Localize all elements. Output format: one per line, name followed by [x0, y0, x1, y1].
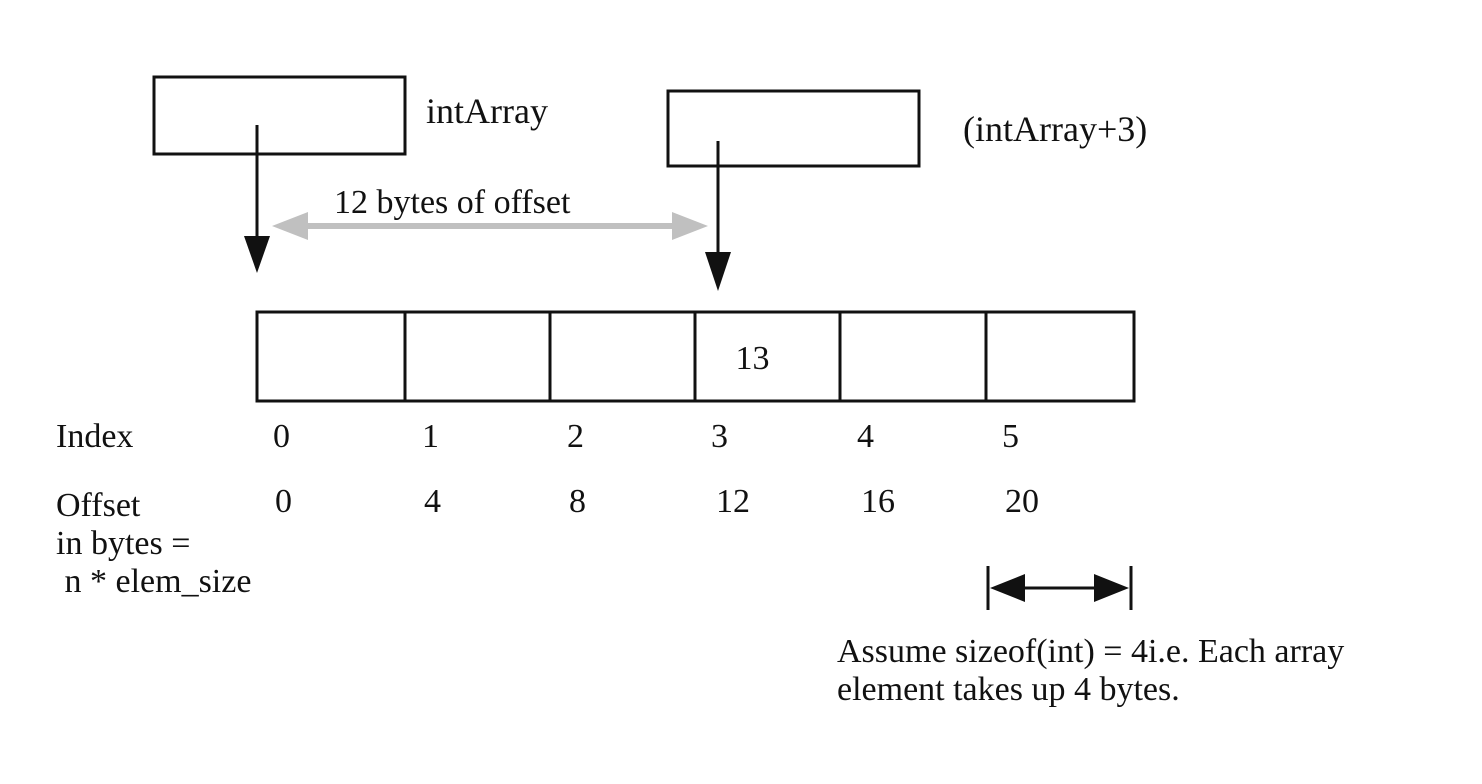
index-value: 1: [422, 418, 439, 455]
offset-value: 8: [569, 483, 586, 520]
element-size-arrowhead-right: [1094, 574, 1129, 602]
index-value: 4: [857, 418, 874, 455]
array-cell-value: 13: [735, 340, 770, 377]
element-size-note: Assume sizeof(int) = 4i.e. Each array el…: [837, 633, 1344, 709]
element-size-arrowhead-left: [990, 574, 1025, 602]
index-row-label: Index: [56, 418, 134, 455]
offset-pointer-arrowhead: [705, 252, 731, 291]
index-value: 0: [273, 418, 290, 455]
offset-span-arrowhead-left: [272, 212, 308, 240]
offset-value: 0: [275, 483, 292, 520]
index-value: 3: [711, 418, 728, 455]
index-value: 5: [1002, 418, 1019, 455]
offset-pointer-label: (intArray+3): [963, 109, 1148, 149]
int-array-pointer-arrowhead: [244, 236, 270, 273]
index-value: 2: [567, 418, 584, 455]
offset-value: 12: [716, 483, 750, 520]
element-size-note-line: Assume sizeof(int) = 4i.e. Each array: [837, 633, 1345, 670]
offset-row-label-line: in bytes =: [56, 525, 191, 562]
offset-row-label-line: Offset: [56, 487, 141, 524]
int-array-label: intArray: [426, 91, 548, 131]
offset-pointer-box: [666, 89, 921, 168]
offset-value: 20: [1005, 483, 1039, 520]
offset-value: 4: [424, 483, 441, 520]
element-size-note-line: element takes up 4 bytes.: [837, 671, 1180, 708]
offset-span-label: 12 bytes of offset: [334, 184, 571, 221]
offset-row-label-line: n * elem_size: [56, 563, 252, 600]
offset-value: 16: [861, 483, 895, 520]
int-array-pointer-box: [152, 75, 407, 156]
offset-span-arrowhead-right: [672, 212, 708, 240]
offset-row-label: Offset in bytes = n * elem_size: [56, 487, 251, 601]
